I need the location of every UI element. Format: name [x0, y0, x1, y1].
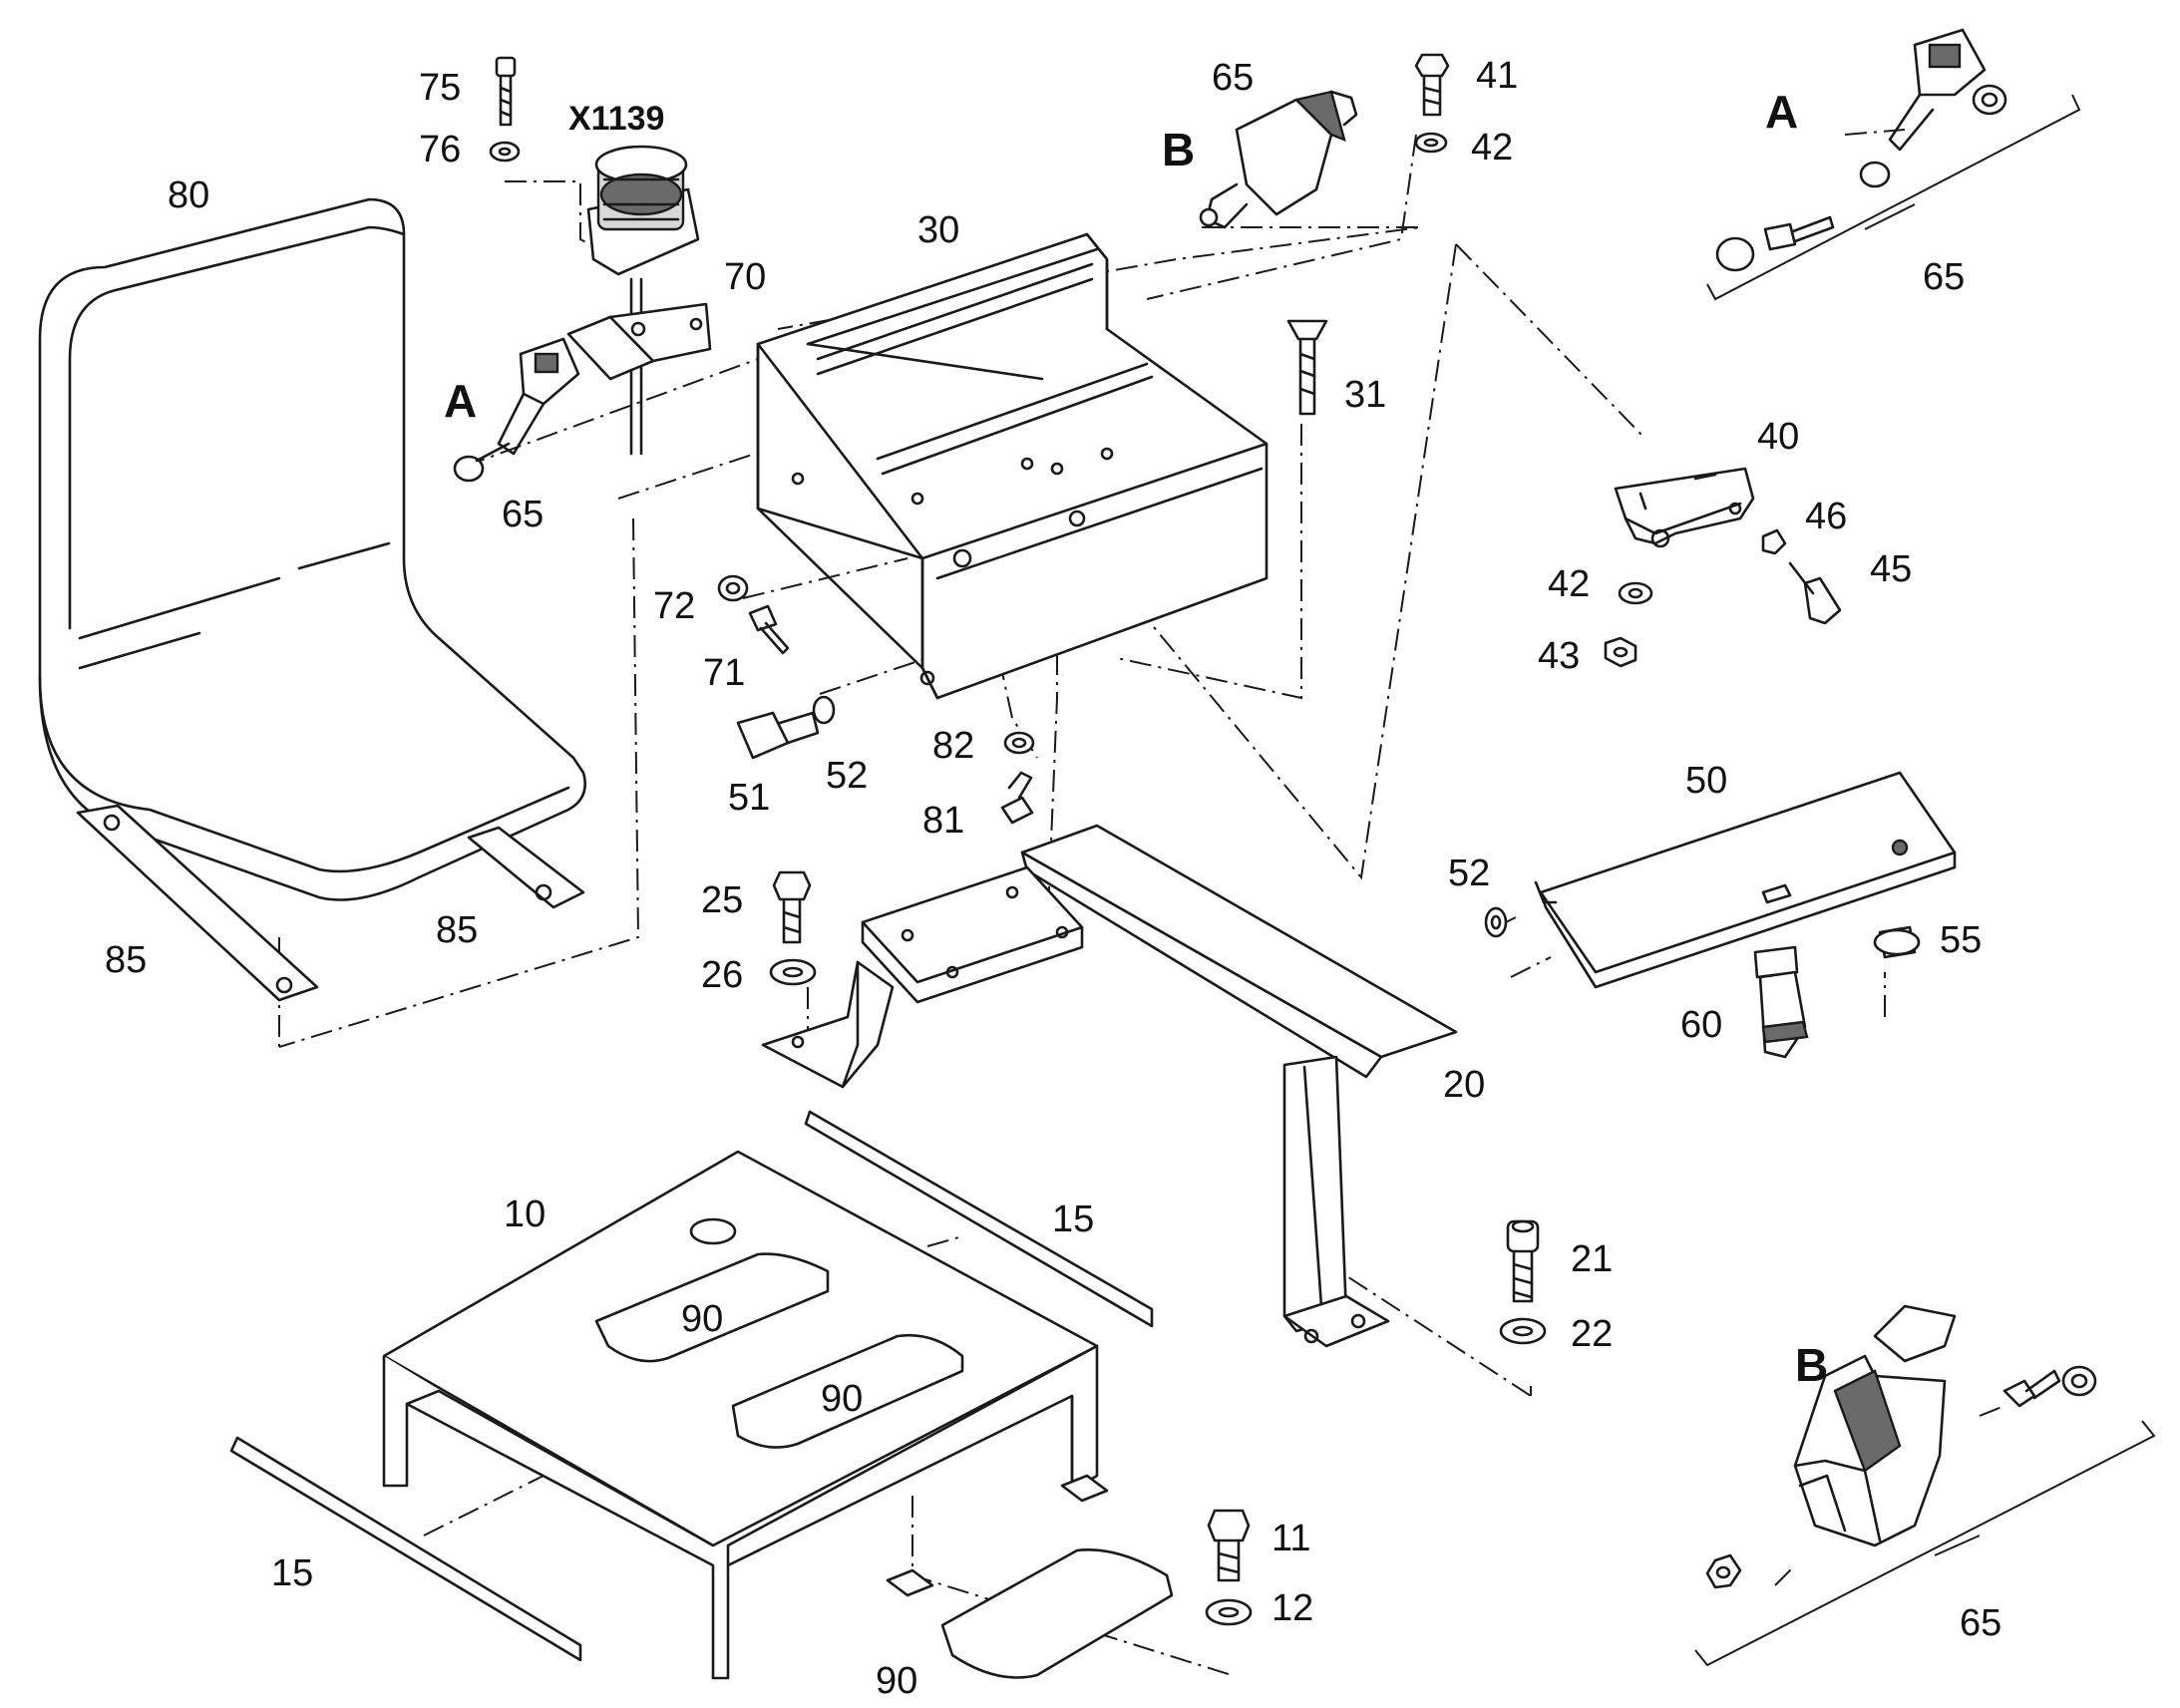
label-71: 71 [703, 652, 745, 694]
label-30: 30 [917, 209, 959, 251]
label-80: 80 [168, 174, 209, 216]
label-90-b: 90 [821, 1378, 863, 1420]
label-70: 70 [724, 256, 766, 298]
label-10: 10 [504, 1194, 545, 1235]
label-20: 20 [1443, 1064, 1485, 1106]
label-a-left: A [444, 375, 477, 427]
label-72: 72 [653, 585, 695, 627]
label-42-mid: 42 [1548, 563, 1590, 605]
label-51: 51 [728, 777, 770, 819]
strips-15 [229, 1110, 1154, 1662]
label-85-mid: 85 [436, 909, 478, 951]
label-b-detail: B [1795, 1339, 1828, 1391]
label-a-detail: A [1765, 86, 1798, 138]
label-55: 55 [1940, 919, 1982, 961]
stand-20 [761, 824, 1458, 1348]
label-b-top: B [1162, 124, 1195, 175]
label-11: 11 [1272, 1518, 1310, 1559]
latch-65-small [453, 90, 1358, 483]
label-25: 25 [701, 879, 743, 921]
callout-labels: 75 76 X1139 80 65 B 41 42 A 65 30 70 A 6… [105, 55, 2001, 1702]
label-85-left: 85 [105, 939, 147, 981]
label-50: 50 [1685, 760, 1727, 802]
label-65-top: 65 [1212, 57, 1254, 99]
label-21: 21 [1571, 1238, 1613, 1280]
bracket-40 [1604, 467, 1842, 668]
detail-b [1694, 1304, 2156, 1667]
label-40: 40 [1757, 416, 1799, 458]
fasteners [489, 53, 1547, 1626]
label-90-a: 90 [681, 1298, 723, 1340]
seat-80 [38, 197, 586, 1002]
label-90-c: 90 [876, 1660, 917, 1702]
label-15-left: 15 [271, 1552, 313, 1594]
label-31: 31 [1344, 374, 1386, 416]
label-46: 46 [1805, 496, 1847, 537]
housing-box-30 [756, 232, 1269, 700]
label-76: 76 [419, 129, 461, 171]
label-43: 43 [1538, 635, 1580, 677]
label-x1139: X1139 [568, 100, 664, 138]
label-52-left: 52 [826, 755, 868, 797]
label-65-detail-b: 65 [1960, 1602, 2001, 1644]
label-75: 75 [419, 67, 461, 109]
label-42-top: 42 [1471, 127, 1513, 169]
detail-a [1706, 28, 2081, 301]
label-22: 22 [1571, 1313, 1613, 1355]
sensor-x1139 [566, 145, 712, 456]
label-26: 26 [701, 954, 743, 996]
plate-50 [1484, 771, 1957, 1059]
label-41: 41 [1476, 55, 1518, 97]
label-81: 81 [922, 800, 964, 842]
label-65-detail-a: 65 [1923, 256, 1965, 298]
label-52-right: 52 [1448, 853, 1490, 894]
label-60: 60 [1680, 1004, 1722, 1046]
label-12: 12 [1272, 1587, 1313, 1629]
label-45: 45 [1870, 548, 1912, 590]
base-10 [382, 1150, 1174, 1680]
label-15-right: 15 [1052, 1198, 1094, 1240]
label-82: 82 [932, 725, 974, 767]
label-65-left: 65 [502, 494, 544, 535]
